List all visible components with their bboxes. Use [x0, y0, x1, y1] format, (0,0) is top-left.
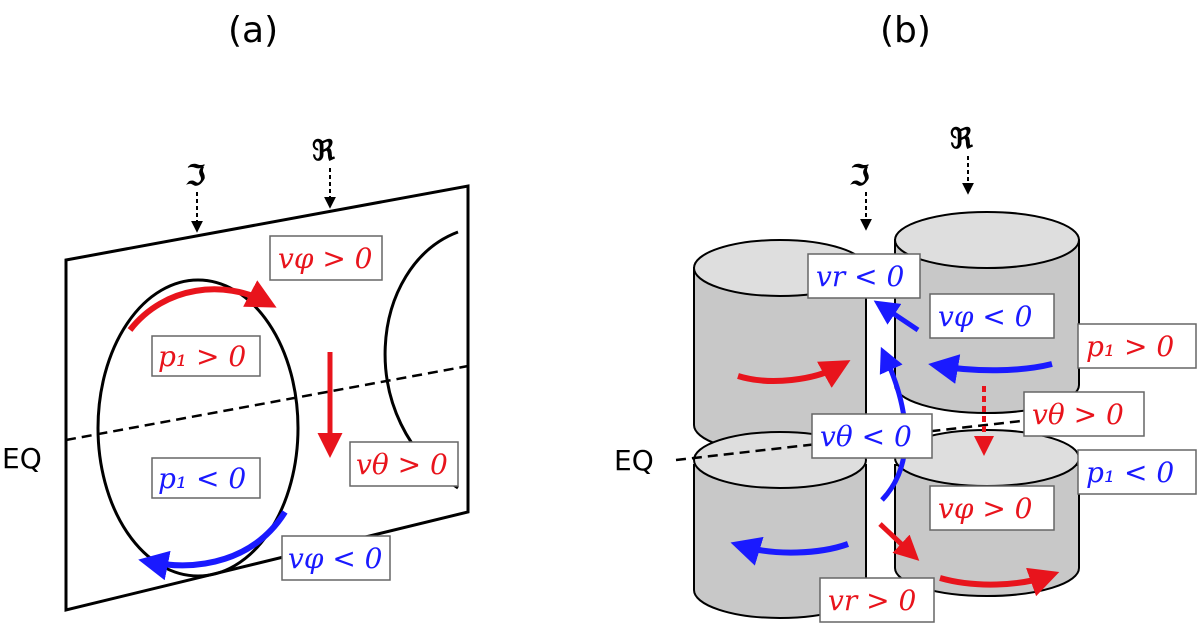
vortex-cell-loop	[96, 278, 300, 578]
equator-line	[65, 364, 469, 442]
svg-text:vθ > 0: vθ > 0	[1032, 398, 1124, 431]
label-vtheta-pos: vθ > 0	[349, 441, 459, 487]
vr-positive-arrow	[878, 522, 920, 561]
label-vr-neg: vr < 0	[807, 253, 921, 299]
label-vtheta-neg: vθ < 0	[811, 413, 933, 459]
label-p1-neg: p₁ < 0	[151, 457, 261, 499]
label-vphi-neg: vφ < 0	[929, 293, 1055, 339]
label-p1-pos: p₁ > 0	[1077, 323, 1197, 369]
svg-text:vφ < 0: vφ < 0	[288, 542, 383, 575]
equator-label: EQ	[614, 444, 654, 477]
svg-text:p₁ > 0: p₁ > 0	[1086, 330, 1174, 363]
svg-text:vφ > 0: vφ > 0	[938, 492, 1033, 525]
imag-part-symbol: ℑ	[186, 159, 206, 192]
svg-text:p₁ > 0: p₁ > 0	[158, 340, 246, 373]
svg-text:vθ < 0: vθ < 0	[820, 420, 912, 453]
real-part-symbol: ℜ	[950, 122, 974, 155]
upper-left-rotation-arrow	[737, 360, 851, 388]
panel-a: (a) ℑ ℜ EQ vφ > 0 p₁ > 0 vθ	[2, 10, 470, 612]
meridional-plane	[64, 184, 470, 612]
upper-right-rotation-arrow	[928, 354, 1053, 384]
label-vphi-neg: vφ < 0	[281, 535, 391, 581]
label-p1-pos: p₁ > 0	[151, 335, 261, 377]
equator-label: EQ	[2, 442, 42, 475]
svg-text:vφ < 0: vφ < 0	[938, 300, 1033, 333]
svg-text:vφ > 0: vφ > 0	[278, 242, 373, 275]
svg-text:p₁ < 0: p₁ < 0	[158, 462, 246, 495]
label-vr-pos: vr > 0	[819, 577, 935, 623]
panel-b-title: (b)	[880, 10, 931, 51]
real-part-symbol: ℜ	[312, 134, 336, 167]
panel-b: (b) ℑ ℜ EQ	[614, 10, 1197, 623]
label-p1-neg: p₁ < 0	[1077, 449, 1197, 495]
panel-a-title: (a)	[228, 10, 278, 51]
vphi-positive-arrow	[127, 280, 277, 332]
label-vphi-pos: vφ > 0	[269, 235, 383, 281]
lower-left-rotation-arrow	[730, 536, 850, 566]
svg-text:vr < 0: vr < 0	[816, 260, 904, 293]
svg-text:vr > 0: vr > 0	[828, 584, 916, 617]
label-vphi-pos: vφ > 0	[929, 485, 1055, 531]
imag-part-symbol: ℑ	[850, 159, 870, 192]
lower-right-rotation-arrow	[939, 567, 1060, 597]
svg-text:vθ > 0: vθ > 0	[356, 448, 448, 481]
vr-negative-arrow	[873, 300, 920, 333]
svg-text:p₁ < 0: p₁ < 0	[1086, 456, 1174, 489]
label-vtheta-pos: vθ > 0	[1023, 391, 1145, 437]
vphi-negative-arrow	[138, 510, 288, 581]
